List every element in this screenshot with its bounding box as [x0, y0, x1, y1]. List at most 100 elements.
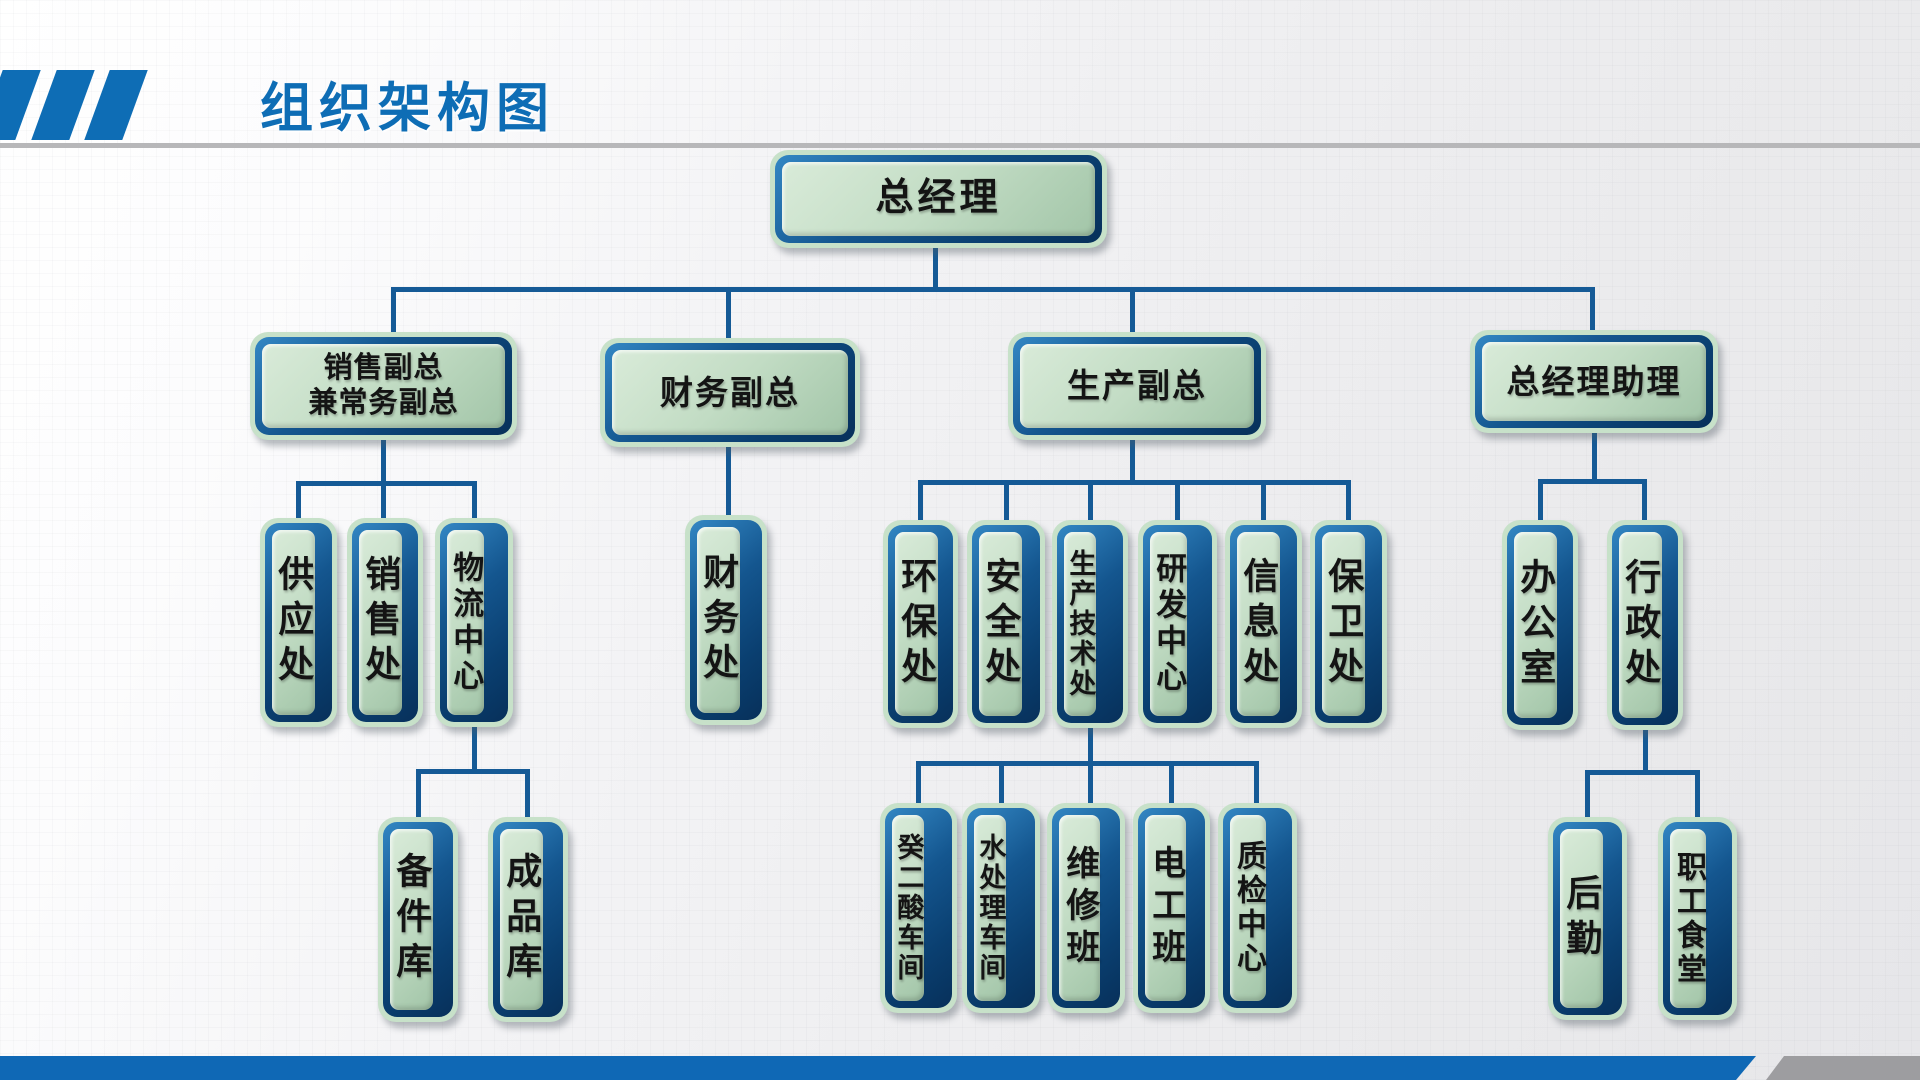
connector-line [1346, 480, 1351, 522]
connector-line [1088, 728, 1093, 765]
node-frame: 财务处 [690, 520, 762, 720]
node-label: 销售副总兼常务副总 [262, 344, 505, 428]
connector-line [416, 769, 421, 819]
org-node-logistics-center: 物流中心 [435, 518, 513, 727]
node-frame: 生产副总 [1013, 337, 1261, 435]
connector-line [916, 761, 1259, 766]
node-label: 销售处 [359, 530, 403, 715]
connector-line [1088, 480, 1093, 522]
node-label: 质检中心 [1230, 815, 1266, 1001]
node-frame: 财务副总 [605, 343, 855, 442]
node-label: 电工班 [1145, 815, 1186, 1001]
node-label: 物流中心 [447, 530, 485, 715]
node-label: 供应处 [272, 530, 316, 715]
node-frame: 维修班 [1052, 808, 1120, 1008]
connector-line [1130, 287, 1135, 334]
org-node-finished-goods: 成品库 [488, 817, 568, 1022]
node-frame: 电工班 [1138, 808, 1205, 1008]
node-frame: 后勤 [1553, 822, 1622, 1015]
org-node-rd-center: 研发中心 [1138, 520, 1217, 728]
node-label: 保卫处 [1322, 532, 1366, 716]
node-frame: 水处理车间 [967, 808, 1035, 1008]
org-node-gm: 总经理 [770, 150, 1107, 248]
org-node-spare-parts: 备件库 [378, 817, 458, 1022]
node-label: 后勤 [1560, 829, 1604, 1008]
org-node-production-vp: 生产副总 [1008, 332, 1266, 440]
node-frame: 安全处 [972, 525, 1040, 723]
node-label: 生产技术处 [1064, 532, 1097, 716]
page-title: 组织架构图 [260, 79, 555, 138]
connector-line [1590, 287, 1595, 332]
connector-line [933, 248, 938, 290]
connector-line [525, 769, 530, 819]
connector-line [1643, 730, 1648, 774]
node-label: 行政处 [1619, 532, 1663, 718]
org-node-canteen: 职工食堂 [1658, 817, 1737, 1020]
org-node-sales-vp: 销售副总兼常务副总 [250, 332, 517, 440]
node-label: 癸二酸车间 [892, 815, 925, 1001]
node-frame: 职工食堂 [1663, 822, 1732, 1015]
node-frame: 质检中心 [1223, 808, 1292, 1008]
node-frame: 生产技术处 [1057, 525, 1123, 723]
connector-line [381, 440, 386, 486]
node-frame: 物流中心 [440, 523, 508, 722]
node-label: 职工食堂 [1670, 829, 1706, 1008]
connector-line [1585, 770, 1700, 775]
node-label: 安全处 [979, 532, 1023, 716]
connector-line [999, 761, 1004, 805]
node-label: 生产副总 [1020, 344, 1254, 428]
connector-line [1592, 433, 1597, 483]
connector-line [918, 480, 923, 522]
org-node-info-dept: 信息处 [1225, 520, 1302, 728]
org-node-office: 办公室 [1502, 520, 1578, 730]
node-frame: 总经理 [775, 155, 1102, 243]
connector-line [1695, 770, 1700, 819]
org-node-maintenance: 维修班 [1047, 803, 1125, 1013]
accent-parallelogram-icon [84, 70, 148, 140]
footer-bar-blue [0, 1056, 1756, 1080]
node-label: 维修班 [1059, 815, 1100, 1001]
org-node-env-protection: 环保处 [883, 520, 958, 728]
node-label: 水处理车间 [974, 815, 1007, 1001]
node-label: 财务处 [697, 527, 741, 713]
org-node-qc-center: 质检中心 [1218, 803, 1297, 1013]
node-label: 财务副总 [612, 350, 848, 435]
node-label-line: 销售副总 [323, 352, 444, 385]
connector-line [1538, 479, 1543, 522]
connector-line [1642, 479, 1647, 522]
org-node-gm-assistant: 总经理助理 [1470, 330, 1718, 433]
org-node-supply: 供应处 [260, 518, 337, 727]
node-frame: 备件库 [383, 822, 453, 1017]
connector-line [296, 481, 301, 520]
node-label: 备件库 [390, 829, 434, 1010]
node-frame: 研发中心 [1143, 525, 1212, 723]
node-frame: 销售副总兼常务副总 [255, 337, 512, 435]
node-label: 环保处 [895, 532, 939, 716]
node-frame: 供应处 [265, 523, 332, 722]
header-divider [0, 143, 1920, 148]
connector-line [1261, 480, 1266, 522]
org-node-prod-tech: 生产技术处 [1052, 520, 1128, 728]
node-label: 办公室 [1514, 532, 1558, 718]
org-node-security: 保卫处 [1310, 520, 1387, 728]
org-node-safety: 安全处 [967, 520, 1045, 728]
accent-parallelogram-icon [31, 70, 95, 140]
connector-line [416, 769, 530, 774]
connector-line [1088, 761, 1093, 805]
org-node-finance-vp: 财务副总 [600, 338, 860, 447]
org-node-water-workshop: 水处理车间 [962, 803, 1040, 1013]
connector-line [296, 481, 477, 486]
connector-line [391, 287, 396, 334]
node-label: 成品库 [500, 829, 544, 1010]
connector-line [1130, 440, 1135, 484]
connector-line [472, 481, 477, 520]
connector-line [381, 481, 386, 520]
connector-line [472, 727, 477, 773]
node-frame: 行政处 [1612, 525, 1678, 725]
connector-line [391, 287, 1595, 292]
node-frame: 销售处 [352, 523, 418, 722]
node-frame: 总经理助理 [1475, 335, 1713, 428]
connector-line [1585, 770, 1590, 819]
node-frame: 办公室 [1507, 525, 1573, 725]
connector-line [1175, 480, 1180, 522]
